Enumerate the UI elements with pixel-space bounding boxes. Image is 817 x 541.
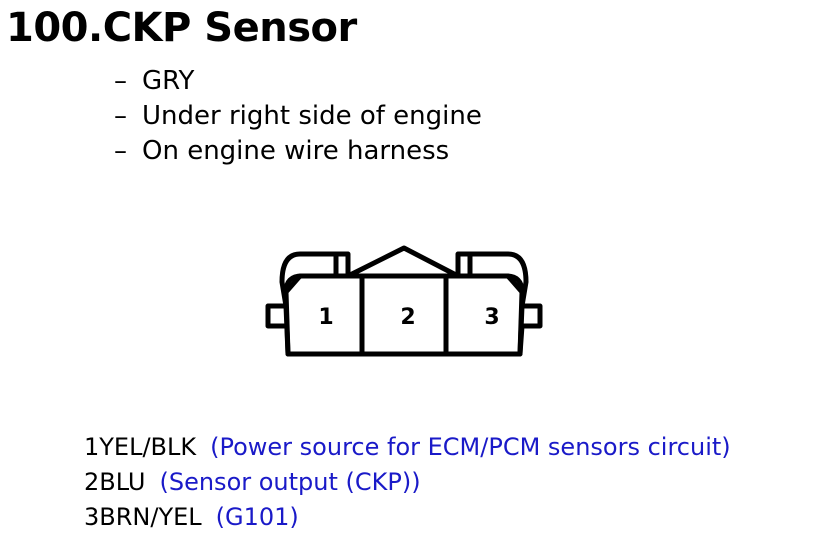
pin-number-1: 1 (318, 305, 333, 330)
info-dash: – (114, 136, 127, 166)
pin-row-1: 1YEL/BLK (Power source for ECM/PCM sensor… (84, 430, 731, 465)
pin-row-2: 2BLU (Sensor output (CKP)) (84, 465, 731, 500)
pin-id: 3BRN/YEL (84, 503, 202, 531)
info-item-color: –GRY (114, 64, 482, 99)
sensor-info-list: –GRY –Under right side of engine –On eng… (114, 64, 482, 169)
connector-body (283, 273, 525, 357)
page-title: 100.CKP Sensor (6, 5, 357, 51)
pin-description: (Sensor output (CKP)) (159, 468, 421, 496)
connector-outline (265, 245, 543, 357)
pin-id: 2BLU (84, 468, 146, 496)
connector-diagram: 1 2 3 (265, 245, 543, 357)
info-dash: – (114, 66, 127, 96)
pin-list: 1YEL/BLK (Power source for ECM/PCM sensor… (84, 430, 731, 535)
pin-description: (G101) (215, 503, 299, 531)
pin-description: (Power source for ECM/PCM sensors circui… (210, 433, 731, 461)
pin-number-2: 2 (400, 305, 415, 330)
info-text: On engine wire harness (142, 136, 450, 166)
pin-number-3: 3 (484, 305, 499, 330)
info-text: GRY (142, 66, 195, 96)
info-item-harness: –On engine wire harness (114, 134, 482, 169)
info-dash: – (114, 101, 127, 131)
pin-row-3: 3BRN/YEL (G101) (84, 500, 731, 535)
pin-id: 1YEL/BLK (84, 433, 197, 461)
info-item-location: –Under right side of engine (114, 99, 482, 134)
info-text: Under right side of engine (142, 101, 482, 131)
